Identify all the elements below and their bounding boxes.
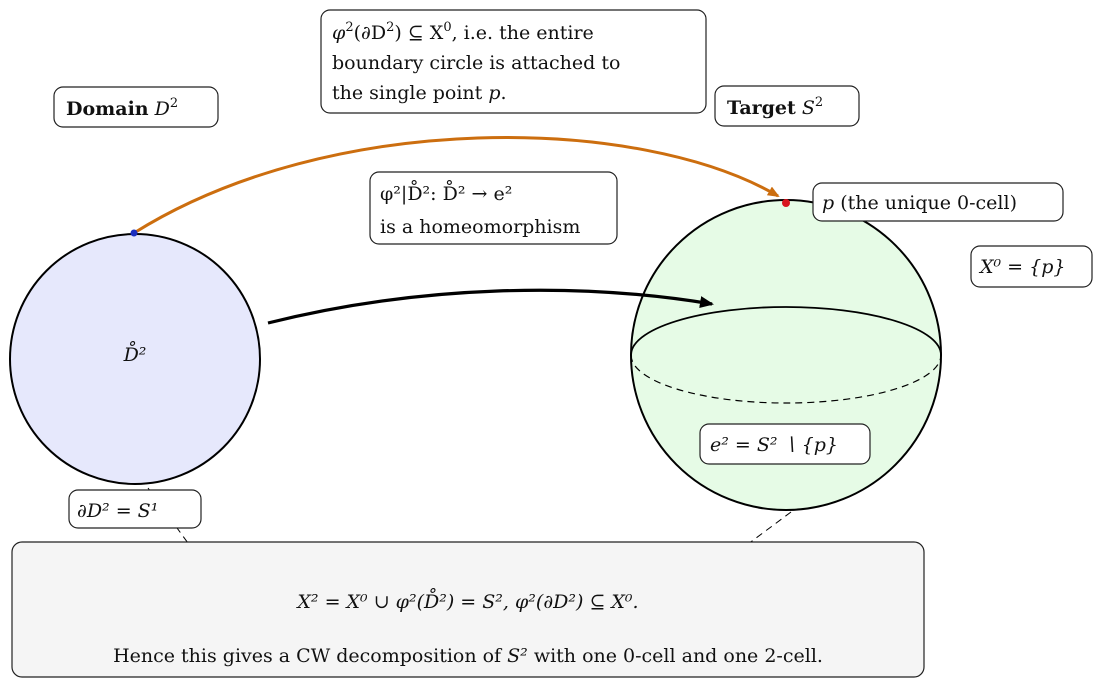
- interior-label: D̊²: [123, 341, 147, 366]
- boundary-point: [130, 229, 138, 237]
- point-label-box: [812, 182, 1064, 222]
- top-note-line-1: φ2(∂D2) ⊆ X0, i.e. the entire: [332, 20, 594, 44]
- cell-label: e² = S² ∖ {p}: [710, 434, 838, 456]
- cell-label-box: [699, 423, 871, 465]
- point-p: [782, 199, 790, 207]
- summary-box: [11, 541, 925, 678]
- domain-label-box: [53, 86, 219, 128]
- interior-map-arrow: [267, 288, 714, 325]
- domain-label: Domain D2: [66, 96, 178, 120]
- target-label: Target S2: [727, 95, 823, 119]
- boundary-attach-arrow: [133, 136, 780, 235]
- sphere-equator-back: [630, 354, 942, 404]
- restriction-note-line-1: φ²|D̊²: D̊² → e²: [380, 180, 512, 205]
- summary-text: Hence this gives a CW decomposition of S…: [113, 645, 823, 667]
- top-note-line-3: the single point p.: [332, 82, 507, 104]
- restriction-note-box: [369, 171, 618, 245]
- x0-label: X⁰ = {p}: [978, 256, 1065, 278]
- summary-formula: X² = X⁰ ∪ φ²(D̊²) = S², φ²(∂D²) ⊆ X⁰.: [295, 588, 638, 613]
- top-note-box: [320, 9, 707, 114]
- top-note-line-2: boundary circle is attached to: [332, 52, 620, 74]
- boundary-label-box: [68, 489, 202, 529]
- restriction-note-line-2: is a homeomorphism: [380, 216, 580, 238]
- x0-label-box: [970, 245, 1093, 288]
- point-label: p (the unique 0-cell): [822, 192, 1017, 214]
- target-label-box: [714, 85, 860, 127]
- sphere-equator-front: [630, 306, 942, 356]
- boundary-label: ∂D² = S¹: [77, 500, 158, 522]
